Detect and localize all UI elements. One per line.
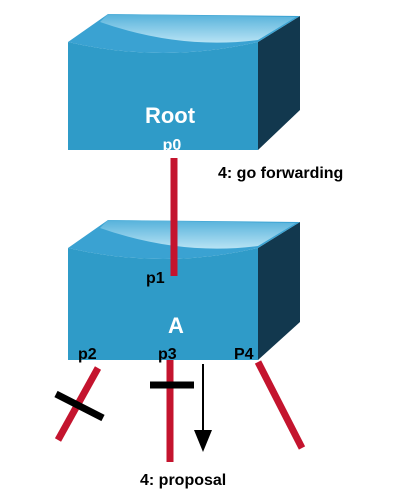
- root-switch-label: Root: [145, 103, 196, 128]
- root-switch: Root p0: [68, 14, 300, 154]
- switch-a-side: [258, 222, 300, 360]
- message-go-forwarding: 4: go forwarding: [218, 165, 343, 182]
- port-p3-label: p3: [158, 346, 177, 363]
- link-p4: [254, 360, 306, 450]
- switch-a-label: A: [168, 313, 184, 338]
- root-port-p0-label: p0: [163, 137, 182, 154]
- blocked-marker-p2: [54, 390, 105, 422]
- proposal-arrow: [194, 364, 212, 452]
- switch-a-labels: p1 A p2 p3 P4: [78, 270, 254, 363]
- links: [54, 158, 306, 462]
- port-p2-label: p2: [78, 346, 97, 363]
- root-switch-front: [68, 42, 258, 150]
- root-switch-side: [258, 16, 300, 150]
- switch-a: [68, 220, 300, 360]
- port-p4-label: P4: [234, 346, 254, 363]
- switch-a-top-highlight: [100, 220, 296, 249]
- root-switch-top-highlight: [100, 14, 296, 43]
- port-p1-label: p1: [146, 270, 165, 287]
- switch-a-front: [68, 248, 258, 360]
- message-proposal: 4: proposal: [140, 472, 226, 489]
